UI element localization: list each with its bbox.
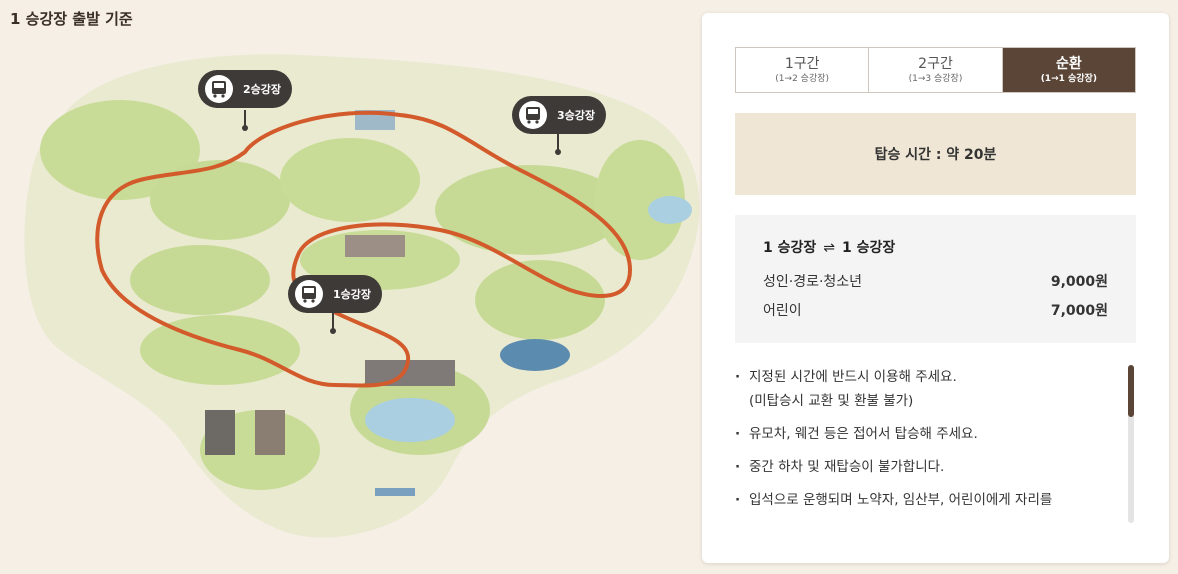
map-pond xyxy=(648,196,692,224)
stop-label: 3승강장 xyxy=(557,108,595,122)
fare-row-child: 어린이 7,000원 xyxy=(763,295,1108,324)
map-garden xyxy=(130,245,270,315)
swap-icon: ⇌ xyxy=(823,240,835,256)
map-garden xyxy=(280,138,420,222)
map-pond xyxy=(500,339,570,371)
stop-label: 2승강장 xyxy=(243,82,281,96)
notice-item: 유모차, 웨건 등은 접어서 탑승해 주세요. xyxy=(735,422,1115,446)
tab-title: 순환 xyxy=(1055,55,1082,72)
map-building xyxy=(365,360,455,386)
ride-time: 탑승 시간 : 약 20분 xyxy=(874,147,997,163)
route-info-panel: 1구간 (1→2 승강장) 2구간 (1→3 승강장) 순환 (1→1 승강장)… xyxy=(702,13,1169,563)
map-garden xyxy=(475,260,605,340)
route-from: 1 승강장 xyxy=(763,240,817,256)
map-building xyxy=(255,410,285,455)
notice-scrollbar-thumb[interactable] xyxy=(1128,365,1134,417)
map-garden xyxy=(150,160,290,240)
tab-subtitle: (1→3 승강장) xyxy=(908,73,963,84)
notice-item: 지정된 시간에 반드시 이용해 주세요. (미탑승시 교환 및 환불 불가) xyxy=(735,365,1115,413)
stop-label: 1승강장 xyxy=(333,287,371,301)
tab-section-1[interactable]: 1구간 (1→2 승강장) xyxy=(736,48,870,92)
stop-marker-2[interactable]: 2승강장 xyxy=(198,70,292,131)
map-building xyxy=(205,410,235,455)
tab-subtitle: (1→2 승강장) xyxy=(775,73,830,84)
route-tabs: 1구간 (1→2 승강장) 2구간 (1→3 승강장) 순환 (1→1 승강장) xyxy=(735,47,1136,93)
tab-title: 1구간 xyxy=(784,55,820,72)
bus-icon xyxy=(302,286,316,303)
fare-route: 1 승강장 ⇌ 1 승강장 xyxy=(763,237,1108,257)
tab-loop[interactable]: 순환 (1→1 승강장) xyxy=(1002,48,1135,92)
stop-marker-1[interactable]: 1승강장 xyxy=(288,275,382,334)
notice-scrollbar[interactable] xyxy=(1128,365,1134,523)
map-garden xyxy=(435,165,625,255)
fare-label: 어린이 xyxy=(763,302,802,319)
map-building xyxy=(345,235,405,257)
fare-label: 성인·경로·청소년 xyxy=(763,273,863,290)
map-pond xyxy=(365,398,455,442)
route-line xyxy=(95,110,633,388)
page-heading: 1 승강장 출발 기준 xyxy=(10,10,133,28)
ride-time-box: 탑승 시간 : 약 20분 xyxy=(735,113,1136,195)
park-map-illustration: 2승강장 3승강장 1승강장 xyxy=(24,54,700,538)
fare-row-adult: 성인·경로·청소년 9,000원 xyxy=(763,266,1108,295)
notice-list[interactable]: 지정된 시간에 반드시 이용해 주세요. (미탑승시 교환 및 환불 불가) 유… xyxy=(735,365,1115,525)
notice-item: 중간 하차 및 재탑승이 불가합니다. xyxy=(735,455,1115,479)
fare-box: 1 승강장 ⇌ 1 승강장 성인·경로·청소년 9,000원 어린이 7,000원 xyxy=(735,215,1136,343)
tab-title: 2구간 xyxy=(918,55,953,72)
tab-subtitle: (1→1 승강장) xyxy=(1040,73,1097,84)
notice-item: 입석으로 운행되며 노약자, 임산부, 어린이에게 자리를 xyxy=(735,488,1115,512)
fare-price: 9,000원 xyxy=(1050,273,1108,290)
bus-icon xyxy=(212,81,226,98)
fare-price: 7,000원 xyxy=(1050,302,1108,319)
map-building xyxy=(375,488,415,496)
bus-icon xyxy=(526,107,540,124)
stop-marker-3[interactable]: 3승강장 xyxy=(512,96,606,155)
tab-section-2[interactable]: 2구간 (1→3 승강장) xyxy=(869,48,1003,92)
route-to: 1 승강장 xyxy=(842,240,896,256)
park-map: 2승강장 3승강장 1승강장 xyxy=(0,30,700,574)
map-garden xyxy=(595,140,685,260)
